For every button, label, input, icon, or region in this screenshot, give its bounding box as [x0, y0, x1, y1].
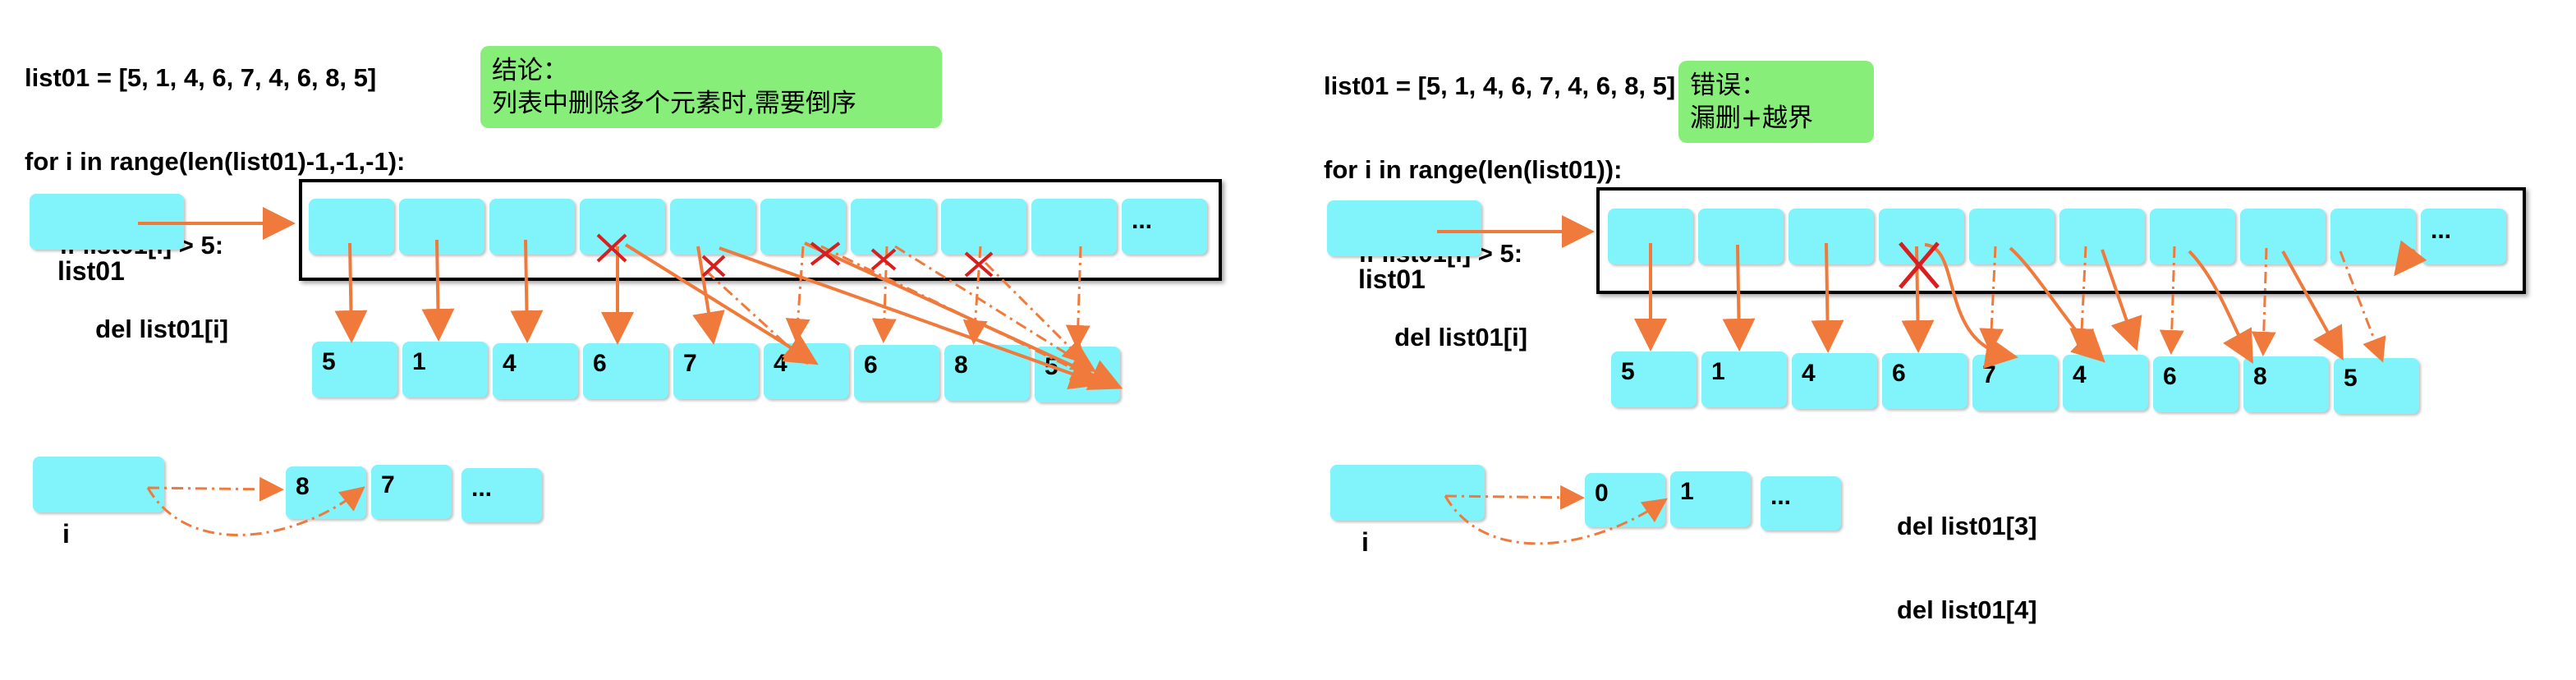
list-slot-ellipsis: ...: [2421, 209, 2506, 264]
left-arrows-layer: [138, 207, 1123, 536]
note-text: 列表中删除多个元素时,需要倒序: [492, 89, 856, 118]
value-cell: 5: [2334, 358, 2419, 414]
code-line: del list01[i]: [1324, 323, 1528, 351]
dashed-arrow: [705, 269, 809, 365]
list-slot: [489, 199, 575, 255]
code-line: for i in range(len(list01)-1,-1,-1):: [25, 147, 406, 176]
index-arrow: [1444, 485, 1585, 510]
list-slot: [2059, 209, 2145, 264]
shift-arrow: [2101, 249, 2142, 351]
right-panel: list01 = [5, 1, 4, 6, 7, 4, 6, 8, 5] for…: [1314, 0, 2576, 624]
dashed-arrow: [1065, 246, 1091, 350]
dashed-arrow: [785, 246, 810, 343]
dashed-arrow: [871, 246, 897, 343]
value-cell: 6: [854, 345, 939, 401]
list-slot: [580, 199, 665, 255]
cross-icon: [701, 255, 726, 278]
note-text: 漏删+越界: [1690, 103, 1813, 133]
index-value-cell: ...: [1761, 476, 1841, 531]
dashed-arrow: [2251, 247, 2276, 356]
shift-arrow: [2394, 240, 2427, 277]
dashed-arrow: [1979, 246, 2004, 353]
index-arrow: [146, 486, 365, 536]
dashed-arrow: [2339, 250, 2386, 363]
value-cell: 5: [1611, 351, 1697, 407]
list-slot: [1789, 209, 1874, 264]
value-cell: 6: [1882, 353, 1968, 409]
dashed-arrow: [820, 245, 1097, 381]
slot-arrow: [334, 242, 368, 343]
index-value-cell: 1: [1670, 471, 1751, 527]
value-cell: 4: [493, 343, 578, 399]
slot-arrow: [692, 246, 725, 345]
i-variable-box: [1330, 465, 1485, 521]
error-note: 错误： 漏删+越界: [1678, 61, 1874, 143]
shift-arrow: [2281, 250, 2344, 361]
note-title: 结论：: [492, 56, 568, 85]
index-arrow: [1444, 495, 1668, 545]
right-arrows-layer: [1437, 215, 2427, 545]
list-slot: [2240, 209, 2326, 264]
shift-arrow: [1924, 243, 2018, 369]
code-line: list01 = [5, 1, 4, 6, 7, 4, 6, 8, 5]: [25, 63, 377, 92]
code-line: del list01[i]: [25, 315, 229, 343]
value-cell: 7: [673, 343, 759, 399]
list-slot: [941, 199, 1026, 255]
value-cell: 4: [1792, 353, 1877, 409]
list-slot: [851, 199, 936, 255]
list-slot: [1879, 209, 1964, 264]
list-slot: [760, 199, 846, 255]
dashed-arrow: [2069, 246, 2095, 353]
list-slot: [670, 199, 755, 255]
index-value-cell: ...: [461, 468, 542, 522]
list-slot: [1698, 209, 1784, 264]
shift-arrow: [2009, 246, 2105, 363]
value-cell: 6: [2153, 356, 2239, 412]
dashed-arrow: [2159, 246, 2184, 355]
value-cell: 8: [2243, 356, 2329, 412]
shift-arrow: [719, 246, 1104, 390]
list01-label: list01: [1358, 264, 1426, 294]
slot-arrow: [1722, 244, 1756, 351]
index-arrow: [147, 476, 284, 502]
list-frame: [1596, 187, 2526, 294]
index-value-cell: 7: [371, 465, 452, 519]
value-cell: 4: [2063, 355, 2148, 411]
value-cell: 6: [583, 343, 668, 399]
left-panel: list01 = [5, 1, 4, 6, 7, 4, 6, 8, 5] for…: [0, 0, 1288, 610]
value-cell: 1: [402, 342, 488, 397]
shift-arrow: [804, 241, 1123, 390]
cross-icon: [810, 241, 841, 266]
list-frame: [299, 179, 1222, 281]
value-cell: 1: [1701, 351, 1787, 407]
dashed-arrow: [894, 245, 1097, 373]
slot-arrow: [510, 239, 544, 343]
list01-label: list01: [57, 256, 125, 286]
slot-arrow: [421, 239, 455, 342]
del-line: del list01[3]: [1897, 512, 2037, 540]
code-line: list01 = [5, 1, 4, 6, 7, 4, 6, 8, 5]: [1324, 71, 1676, 100]
cross-icon: [964, 251, 994, 278]
list-slot: [399, 199, 484, 255]
cross-icon: [870, 248, 897, 271]
cross-icon: [596, 233, 627, 263]
slot-arrow: [1811, 242, 1844, 353]
cross-icon: [1899, 241, 1940, 289]
value-cell: 5: [312, 342, 397, 397]
i-label: i: [62, 519, 70, 549]
list-slot-ellipsis: ...: [1122, 199, 1207, 255]
i-label: i: [1361, 527, 1369, 557]
list-slot: [1969, 209, 2055, 264]
list-slot: [1031, 199, 1117, 255]
conclusion-note: 结论： 列表中删除多个元素时,需要倒序: [480, 46, 942, 128]
code-line: for i in range(len(list01)):: [1324, 155, 1623, 184]
dashed-arrow: [962, 246, 988, 345]
list01-variable-box: [1327, 200, 1481, 256]
i-variable-box: [33, 457, 164, 512]
note-title: 错误：: [1690, 71, 1766, 100]
shift-arrow: [2188, 250, 2253, 364]
